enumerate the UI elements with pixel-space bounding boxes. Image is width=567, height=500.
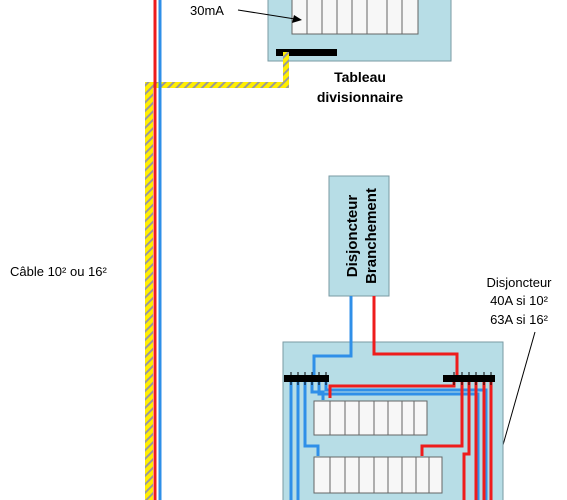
neutral-busbar-terminals xyxy=(290,372,327,385)
branch-breaker-label-line2: Branchement xyxy=(363,188,380,284)
incoming-phase xyxy=(372,296,459,380)
branch-breaker: Disjoncteur Branchement xyxy=(328,175,390,297)
branch-breaker-box xyxy=(328,175,390,297)
rcd-pointer-arrow xyxy=(237,9,296,20)
sub-panel-title-line1: Tableau xyxy=(334,69,386,85)
sub-panel xyxy=(267,0,452,62)
main-panel xyxy=(282,296,504,500)
sub-panel-earth-bar xyxy=(276,49,337,56)
feeder-earth-link xyxy=(145,82,287,88)
feeder-earth-wire xyxy=(145,85,153,500)
main-panel-breaker-row-1 xyxy=(313,400,428,436)
feeder-earth-riser xyxy=(283,52,289,88)
neutral-busbar xyxy=(284,375,329,382)
sub-panel-breaker-row xyxy=(291,0,419,35)
breaker-note-line3: 63A si 16² xyxy=(490,312,548,327)
main-panel-breaker-row-2 xyxy=(313,456,443,494)
rcd-pointer-arrowhead xyxy=(292,15,302,23)
branch-breaker-label-line1: Disjoncteur xyxy=(344,195,361,278)
rcd-30ma-label: 30mA xyxy=(190,3,224,18)
cable-label: Câble 10² ou 16² xyxy=(10,264,108,279)
breaker-note-line2: 40A si 10² xyxy=(490,293,548,308)
breaker-note-line1: Disjoncteur xyxy=(486,275,552,290)
phase-busbar-terminals xyxy=(453,372,492,385)
feeder-cable xyxy=(145,0,289,500)
incoming-neutral xyxy=(312,296,353,380)
sub-panel-title-line2: divisionnaire xyxy=(317,89,404,105)
